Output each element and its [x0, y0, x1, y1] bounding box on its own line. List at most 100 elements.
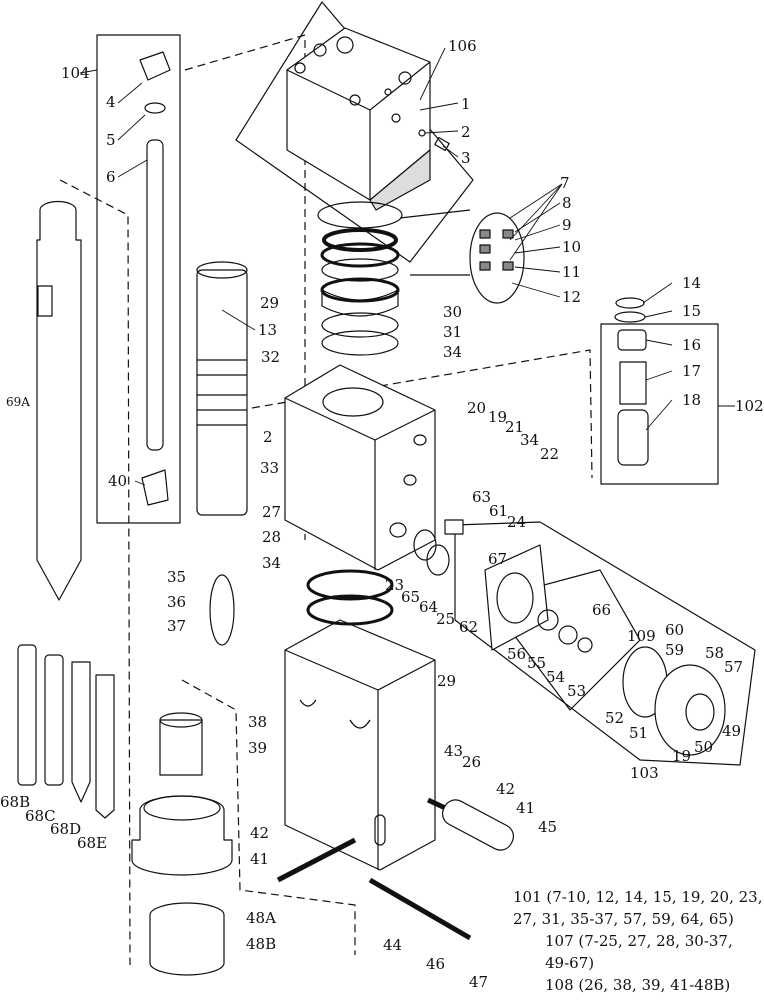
assembly-note-101-line2: 27, 31, 35-37, 57, 59, 64, 65): [513, 910, 734, 928]
bushings: [131, 712, 233, 976]
label-part-37: 37: [167, 617, 187, 635]
label-part-22: 22: [540, 445, 560, 463]
label-part-29b: 29: [437, 672, 457, 690]
label-part-42b: 42: [250, 824, 270, 842]
label-part-67: 67: [488, 550, 508, 568]
label-part-34c: 34: [262, 554, 282, 572]
dashed-frame-top: [184, 34, 306, 540]
label-part-38: 38: [248, 713, 268, 731]
piston-13: [196, 261, 248, 516]
label-part-56: 56: [507, 645, 527, 663]
chisel-69A: [36, 200, 82, 601]
assembly-note-107-line1: 107 (7-25, 27, 28, 30-37,: [545, 932, 733, 950]
label-part-30: 30: [443, 303, 463, 321]
label-part-40: 40: [108, 472, 128, 490]
group-frame-103: [454, 521, 756, 766]
label-part-43: 43: [444, 742, 464, 760]
label-part-47: 47: [469, 973, 489, 991]
label-part-27: 27: [262, 503, 282, 521]
label-part-33: 33: [260, 459, 280, 477]
label-part-48A: 48A: [246, 909, 276, 927]
label-part-7: 7: [560, 174, 570, 192]
rod-6: [139, 51, 171, 451]
label-group-104: 104: [61, 64, 90, 82]
label-part-34: 34: [443, 343, 463, 361]
label-part-31: 31: [443, 323, 463, 341]
label-part-57: 57: [724, 658, 744, 676]
label-part-6: 6: [106, 168, 116, 186]
label-part-25: 25: [436, 610, 456, 628]
label-part-24: 24: [507, 513, 527, 531]
assembly-note-101-line1: 101 (7-10, 12, 14, 15, 19, 20, 23,: [513, 888, 763, 906]
dashed-frame-mid: [251, 349, 593, 479]
label-part-19: 19: [488, 408, 508, 426]
label-part-16: 16: [682, 336, 702, 354]
label-chisel-68D: 68D: [50, 820, 82, 838]
label-part-17: 17: [682, 362, 702, 380]
seal-stack: [317, 201, 403, 356]
label-part-49: 49: [722, 722, 742, 740]
label-part-42: 42: [496, 780, 516, 798]
label-part-29: 29: [260, 294, 280, 312]
label-part-41: 41: [516, 799, 536, 817]
label-part-14: 14: [682, 274, 702, 292]
label-part-2: 2: [461, 123, 471, 141]
label-part-45: 45: [538, 818, 558, 836]
assembly-note-108: 108 (26, 38, 39, 41-48B): [545, 976, 731, 994]
label-part-50: 50: [694, 738, 714, 756]
label-part-52: 52: [605, 709, 625, 727]
label-group-106: 106: [448, 37, 477, 55]
valve-block-1: [286, 27, 431, 211]
dashed-frame-108: [181, 679, 356, 955]
label-part-54: 54: [546, 668, 566, 686]
label-chisel-68C: 68C: [25, 807, 56, 825]
label-part-65: 65: [401, 588, 421, 606]
label-part-21: 21: [505, 418, 525, 436]
assembly-note-107-line2: 49-67): [545, 954, 595, 972]
label-chisel-68B: 68B: [0, 793, 31, 811]
label-part-35: 35: [167, 568, 187, 586]
chisels-68: [17, 644, 115, 819]
label-part-4: 4: [106, 93, 116, 111]
label-part-58: 58: [705, 644, 725, 662]
label-part-19b: 19: [672, 747, 692, 765]
group-frame-104: [96, 34, 181, 524]
label-part-2b: 2: [263, 428, 273, 446]
label-part-15: 15: [682, 302, 702, 320]
label-part-46: 46: [426, 955, 446, 973]
dashed-frame-69: [59, 179, 131, 966]
label-group-102: 102: [735, 397, 764, 415]
label-part-60: 60: [665, 621, 685, 639]
label-part-5: 5: [106, 131, 116, 149]
label-part-32: 32: [261, 348, 281, 366]
label-group-103: 103: [630, 764, 659, 782]
group-frame-109: [487, 569, 641, 711]
label-part-8: 8: [562, 194, 572, 212]
group-frame-102: [600, 323, 719, 485]
label-chisel-68E: 68E: [77, 834, 108, 852]
label-part-66: 66: [592, 601, 612, 619]
label-part-59: 59: [665, 641, 685, 659]
label-part-53: 53: [567, 682, 587, 700]
label-part-28: 28: [262, 528, 282, 546]
lower-cylinder-block: [284, 569, 436, 871]
label-part-9: 9: [562, 216, 572, 234]
label-part-20: 20: [467, 399, 487, 417]
label-part-36: 36: [167, 593, 187, 611]
label-part-23: 23: [385, 576, 405, 594]
label-part-64: 64: [419, 598, 439, 616]
label-part-11: 11: [562, 263, 582, 281]
label-part-51: 51: [629, 724, 649, 742]
label-part-48B: 48B: [246, 935, 277, 953]
label-part-10: 10: [562, 238, 582, 256]
label-part-12: 12: [562, 288, 582, 306]
label-part-26: 26: [462, 753, 482, 771]
label-part-13: 13: [258, 321, 278, 339]
label-part-39: 39: [248, 739, 268, 757]
label-part-1: 1: [461, 95, 471, 113]
seal-detail-circle: [469, 212, 525, 304]
rotator-motor-103: [484, 544, 726, 756]
group-frame-106: [235, 1, 474, 263]
